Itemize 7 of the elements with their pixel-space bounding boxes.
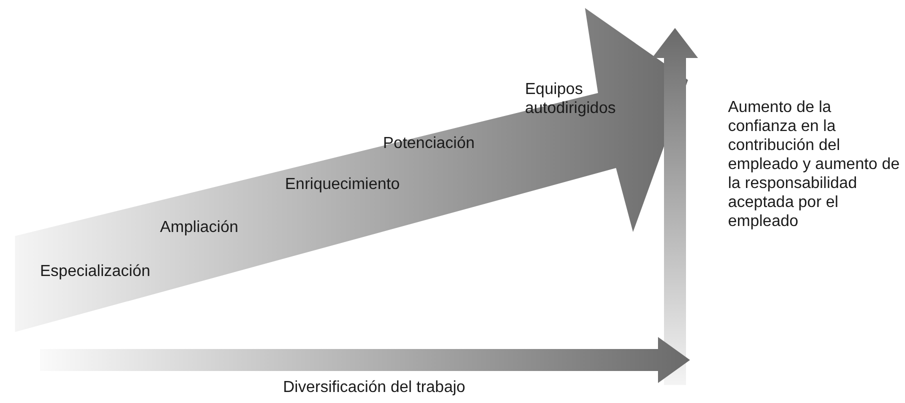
stage-label: Especialización [40,262,150,281]
stage-label: Ampliación [160,218,238,237]
stage-label: Potenciación [383,134,475,153]
axis-label: Diversificación del trabajo [283,378,466,397]
stage-label: Equipos autodirigidos [525,80,617,118]
axis-label: Aumento de la confianza en la contribución del empleado y aumento de la responsabilidad aceptada por el empleado [728,98,901,231]
stage-label: Enriquecimiento [285,175,400,194]
